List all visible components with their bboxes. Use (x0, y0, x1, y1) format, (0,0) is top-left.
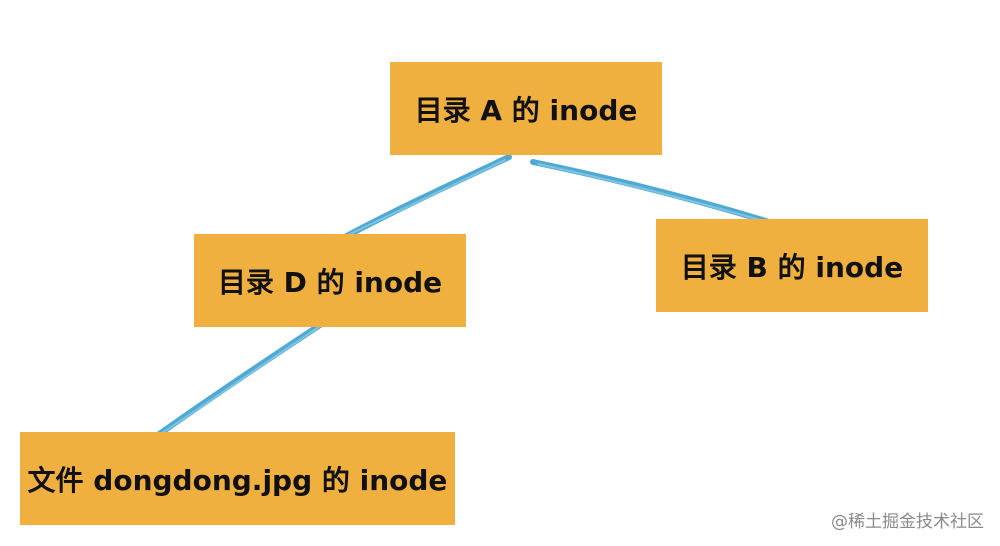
node-dir-b-label: 目录 B 的 inode (680, 250, 904, 284)
edge-dir-a-to-dir-d-highlight (345, 159, 506, 237)
edge-dir-a-to-dir-b-highlight (537, 163, 761, 221)
node-dir-a-inode: 目录 A 的 inode (390, 62, 662, 155)
watermark-text: @稀土掘金技术社区 (831, 512, 984, 532)
node-dir-a-label: 目录 A 的 inode (414, 93, 638, 127)
node-file-inode: 文件 dongdong.jpg 的 inode (20, 432, 455, 525)
node-dir-d-inode: 目录 D 的 inode (194, 234, 466, 327)
node-dir-d-label: 目录 D 的 inode (217, 265, 443, 299)
edge-dir-d-to-file (155, 320, 326, 438)
node-dir-b-inode: 目录 B 的 inode (656, 219, 928, 312)
edge-dir-a-to-dir-b (530, 159, 769, 224)
edge-dir-d-to-file-highlight (161, 326, 320, 434)
node-file-label: 文件 dongdong.jpg 的 inode (27, 463, 448, 497)
